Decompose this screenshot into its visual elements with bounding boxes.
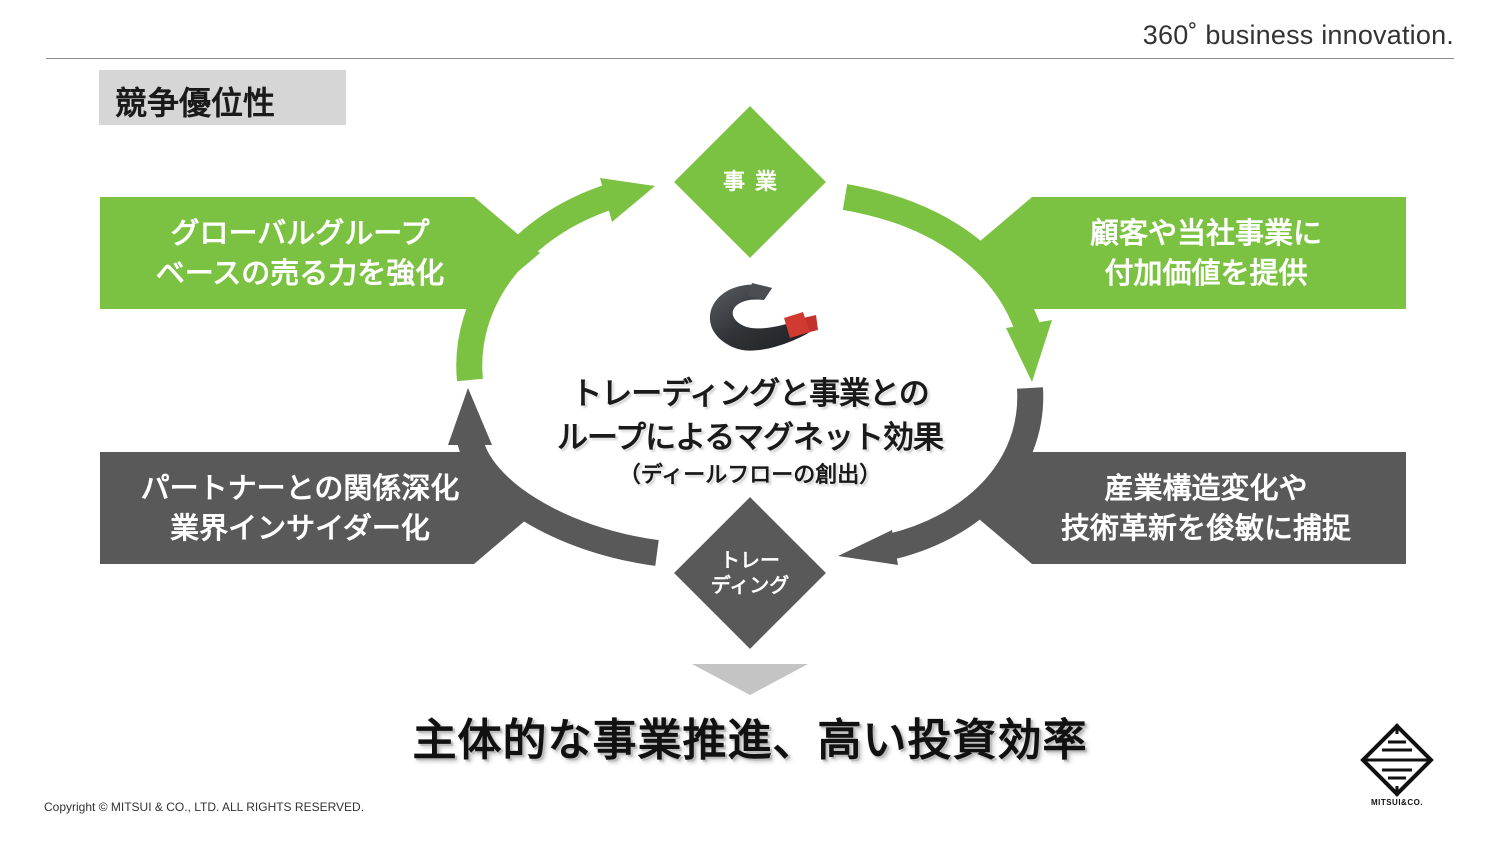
box-br-line-2: 技術革新を俊敏に捕捉: [1060, 511, 1351, 545]
green-arrow-upper-right: [842, 184, 1052, 382]
conclusion-text: 主体的な事業推進、高い投資効率: [412, 715, 1088, 766]
tagline: 360˚ business innovation.: [1142, 20, 1454, 50]
trading-diamond-label: トレー ディング: [690, 548, 810, 598]
page-title: 競争優位性: [115, 84, 276, 122]
title-box: 競争優位性: [99, 70, 346, 125]
header-divider: [46, 58, 1454, 59]
box-tr-line-1: 顧客や当社事業に: [1089, 216, 1322, 250]
box-bl-line-1: パートナーとの関係深化: [140, 471, 460, 505]
center-caption-line-2: ループによるマグネット効果: [557, 420, 944, 456]
box-bl-line-2: 業界インサイダー化: [170, 511, 430, 545]
center-caption: トレーディングと事業との ループによるマグネット効果 （ディールフローの創出）: [530, 372, 970, 492]
trading-label-line-1: トレー: [720, 548, 780, 572]
center-caption-line-1: トレーディングと事業との: [571, 376, 930, 412]
down-arrow: [692, 664, 808, 695]
box-tl-line-2: ベースの売る力を強化: [155, 256, 445, 290]
box-partner-relations: パートナーとの関係深化 業界インサイダー化: [100, 452, 540, 564]
box-global-sales-power: グローバルグループ ベースの売る力を強化: [100, 197, 540, 309]
box-tr-line-2: 付加価値を提供: [1104, 256, 1308, 290]
copyright-text: Copyright © MITSUI & CO., LTD. ALL RIGHT…: [44, 800, 365, 814]
bottom-diamond: [669, 492, 831, 654]
box-tl-line-1: グローバルグループ: [170, 216, 430, 250]
center-caption-line-3: （ディールフローの創出）: [618, 463, 882, 488]
box-added-value: 顧客や当社事業に 付加価値を提供: [966, 197, 1406, 309]
mitsui-logo-mark: [1360, 723, 1434, 797]
box-industry-change: 産業構造変化や 技術革新を俊敏に捕捉: [966, 452, 1406, 564]
top-diamond: [669, 101, 831, 263]
box-br-line-1: 産業構造変化や: [1104, 471, 1308, 505]
magnet-icon: [709, 283, 818, 351]
business-diamond-label: 事業: [722, 170, 787, 195]
mitsui-logo: MITSUI&CO.: [1358, 722, 1436, 810]
logo-text: MITSUI&CO.: [1370, 798, 1424, 807]
trading-label-line-2: ディング: [710, 573, 790, 597]
